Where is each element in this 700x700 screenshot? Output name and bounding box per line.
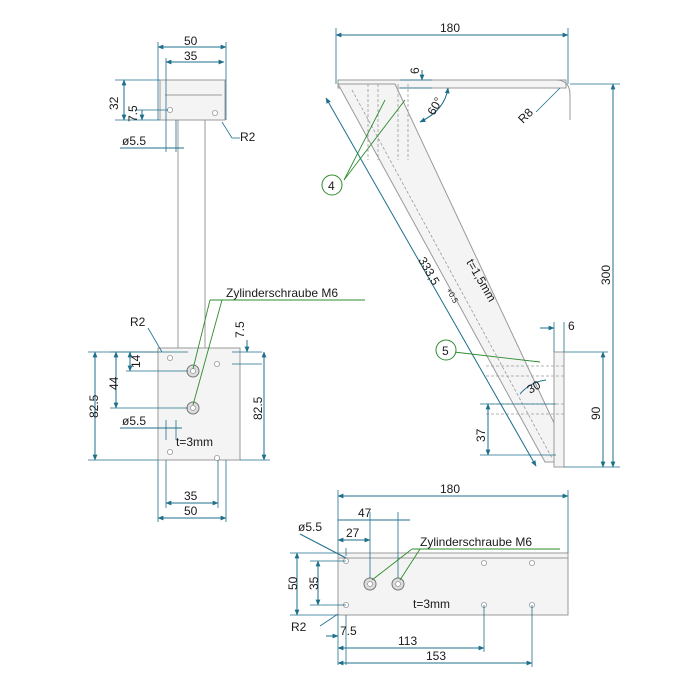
side-foot-angle: 30: [525, 378, 544, 397]
side-foot-height: 90: [589, 406, 603, 420]
front-screw-height: 44: [107, 376, 121, 390]
front-bottom-radius: R2: [130, 315, 146, 329]
bottom-hole-spacing: 47: [358, 506, 372, 520]
bottom-screw-label: Zylinderschraube M6: [420, 535, 532, 549]
side-foot-plate: [553, 351, 565, 468]
front-thickness: t=3mm: [176, 435, 213, 449]
front-bottom-hole-right-top: [213, 360, 220, 367]
front-right-height: 82.5: [251, 396, 265, 420]
callout-4-bubble: [321, 174, 343, 196]
front-top-hole-right: [211, 110, 218, 117]
side-radius: R8: [515, 105, 536, 126]
front-screw-upper: [186, 364, 200, 378]
side-foot-thickness: 6: [568, 319, 575, 333]
bottom-screw-right: [391, 577, 405, 591]
bottom-view: 180 47 27 ø5.5 Zylinderschraube M6 50 35…: [286, 482, 569, 667]
side-angle: 60°: [424, 95, 445, 118]
front-bottom-hole: ø5.5: [122, 414, 146, 428]
front-right-offset: 7.5: [233, 321, 247, 338]
front-top-width-outer: 50: [184, 34, 198, 48]
front-top-width-inner: 35: [184, 49, 198, 63]
side-lower-offset: 37: [474, 428, 488, 442]
bottom-height-outer: 50: [286, 576, 300, 590]
front-screw-lower: [186, 401, 200, 415]
side-view: 180 6 60° R8 333,5 +0.5 t=1,5mm 4 6 5: [321, 21, 620, 468]
bottom-hole-5: [529, 560, 536, 567]
bottom-hole-3: [480, 560, 487, 567]
front-top-hole-left: [166, 107, 173, 114]
front-web: [177, 119, 206, 349]
side-total-height: 300: [599, 265, 613, 285]
bottom-mid-hole: 113: [398, 634, 417, 648]
side-total-width: 180: [440, 21, 460, 35]
front-top-offset: 7.5: [126, 105, 140, 122]
bottom-far-hole: 153: [426, 649, 446, 663]
bottom-total-width: 180: [440, 482, 460, 496]
side-diagonal-strut: [337, 83, 563, 463]
front-view: 50 35 32 7.5 ø5.5 R2 Zylinderschraube M6…: [87, 34, 365, 522]
bottom-height-inner: 35: [307, 576, 321, 590]
front-top-radius: R2: [240, 130, 256, 144]
front-bottom-width-inner: 35: [184, 489, 198, 503]
front-top-height: 32: [107, 96, 121, 110]
bottom-radius: R2: [291, 620, 307, 634]
bottom-hole-diameter: ø5.5: [298, 520, 322, 534]
bottom-thickness: t=3mm: [413, 597, 450, 611]
side-flange-thickness: 6: [408, 67, 422, 74]
front-bottom-hole-left-top: [166, 354, 173, 361]
bottom-edge-offset: 7.5: [340, 624, 357, 638]
front-bottom-hole-right-bottom: [213, 454, 220, 461]
front-screw-spacing: 14: [129, 354, 143, 368]
front-bottom-hole-left-bottom: [166, 448, 173, 455]
callout-4: 4: [328, 179, 335, 193]
front-bottom-width-outer: 50: [184, 504, 198, 518]
front-left-height: 82.5: [87, 394, 101, 418]
callout-5-bubble: [435, 339, 457, 361]
front-screw-label: Zylinderschraube M6: [226, 286, 338, 300]
bottom-hole-offset: 27: [346, 526, 360, 540]
front-bottom-plate: [157, 347, 241, 461]
front-top-hole: ø5.5: [122, 134, 146, 148]
callout-5: 5: [442, 344, 449, 358]
bottom-screw-left: [363, 577, 377, 591]
